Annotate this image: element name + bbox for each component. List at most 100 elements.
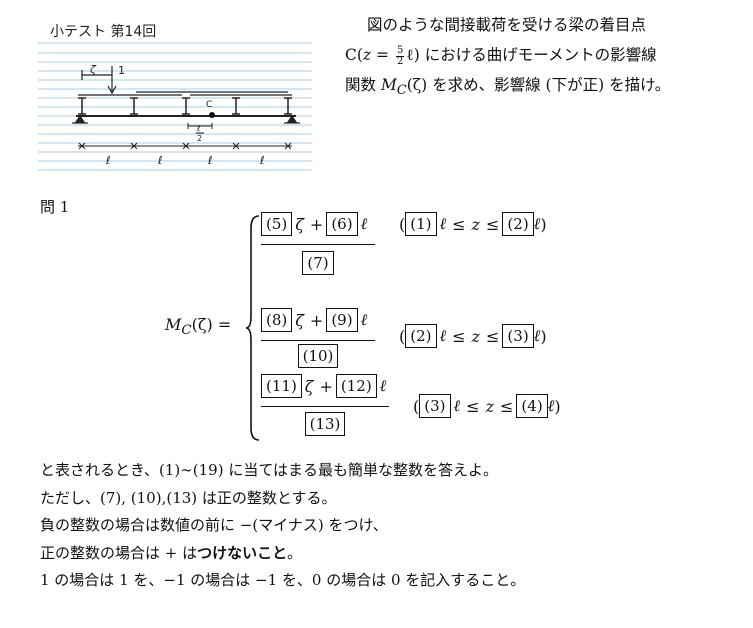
span-label-1: ℓ	[105, 154, 111, 167]
blank-3-repeat[interactable]: (3)	[419, 394, 451, 418]
case-2-leq-1: ≤	[452, 326, 466, 346]
case-1-fraction-bar	[261, 244, 375, 245]
lhs-m: M	[165, 315, 182, 334]
c-dimension-num: ℓ	[196, 124, 200, 133]
blank-8[interactable]: (8)	[261, 308, 293, 332]
case-3: (11) ζ + (12) ℓ (13) ( (3) ℓ ≤ z ≤ (4) ℓ…	[261, 374, 621, 444]
blank-3[interactable]: (3)	[502, 324, 534, 348]
point-c-label: C	[206, 100, 212, 110]
lhs-c-sub: C	[181, 323, 192, 339]
c-dimension	[187, 123, 213, 134]
instruction-line-1: と表されるとき、(1)∼(19) に当てはまる最も簡単な整数を答えよ。	[40, 461, 499, 479]
zeta-label: ζ	[89, 63, 97, 76]
case-1-ell: ℓ	[360, 214, 368, 233]
blank-2-repeat[interactable]: (2)	[405, 324, 437, 348]
instruction-line-4: 正の整数の場合は + はつけないこと。	[40, 540, 525, 568]
problem-eq: =	[371, 46, 394, 64]
blank-4[interactable]: (4)	[516, 394, 548, 418]
instruction-line-4-a: 正の整数の場合は + は	[40, 543, 198, 562]
problem-line-3-a: 関数	[345, 76, 381, 94]
instruction-line-4-c: 。	[287, 543, 303, 562]
case-3-zeta: ζ	[304, 376, 314, 396]
lhs-rest: (ζ) =	[191, 315, 232, 334]
case-3-fraction-bar	[261, 406, 389, 407]
equation-lhs: MC(ζ) =	[165, 315, 231, 338]
case-1-rp: )	[540, 214, 547, 234]
case-2-zeta: ζ	[295, 310, 304, 330]
case-1-leq-1: ≤	[452, 214, 466, 234]
span-label-4: ℓ	[259, 154, 265, 167]
problem-zeta: (ζ)	[406, 76, 428, 94]
case-1-z: z	[471, 214, 481, 234]
case-2-range-ell-hi: ℓ	[533, 326, 541, 345]
blank-12[interactable]: (12)	[335, 374, 377, 398]
blank-9[interactable]: (9)	[326, 308, 358, 332]
floor-beams	[78, 97, 292, 115]
case-1-denominator: (7)	[261, 251, 375, 275]
problem-z: z	[362, 46, 372, 64]
problem-line-2-b: ℓ) における曲げモーメントの影響線	[406, 46, 657, 64]
case-3-fraction: (11) ζ + (12) ℓ (13)	[261, 374, 389, 444]
blank-13[interactable]: (13)	[304, 412, 346, 436]
case-3-denominator: (13)	[261, 412, 389, 436]
instructions: と表されるとき、(1)∼(19) に当てはまる最も簡単な整数を答えよ。 ただし、…	[40, 457, 525, 595]
instruction-line-3: 負の整数の場合は数値の前に −(マイナス) をつけ、	[40, 516, 388, 534]
ruled-lines	[38, 42, 312, 171]
case-3-rp: )	[554, 396, 561, 416]
case-1-zeta: ζ	[295, 214, 304, 234]
question-label: 問 1	[40, 198, 70, 216]
case-2-z: z	[471, 326, 481, 346]
case-2-fraction: (8) ζ + (9) ℓ (10)	[261, 308, 375, 378]
case-1-plus: +	[309, 214, 324, 234]
case-1-fraction: (5) ζ + (6) ℓ (7)	[261, 212, 375, 282]
case-3-ell: ℓ	[379, 376, 387, 395]
case-1: (5) ζ + (6) ℓ (7) ( (1) ℓ ≤ z ≤ (2) ℓ )	[261, 212, 621, 282]
case-3-plus: +	[319, 376, 333, 396]
case-1-numerator: (5) ζ + (6) ℓ	[261, 212, 370, 236]
stringers	[78, 91, 292, 96]
case-2-range: ( (2) ℓ ≤ z ≤ (3) ℓ )	[399, 324, 547, 348]
instruction-line-5: 1 の場合は 1 を、−1 の場合は −1 を、0 の場合は 0 を記入すること…	[40, 571, 526, 589]
blank-2[interactable]: (2)	[502, 212, 534, 236]
blank-1[interactable]: (1)	[405, 212, 437, 236]
blank-10[interactable]: (10)	[297, 344, 339, 368]
case-3-numerator: (11) ζ + (12) ℓ	[261, 374, 389, 398]
blank-11[interactable]: (11)	[261, 374, 302, 398]
span-label-3: ℓ	[207, 154, 213, 167]
case-2-numerator: (8) ζ + (9) ℓ	[261, 308, 370, 332]
case-2: (8) ζ + (9) ℓ (10) ( (2) ℓ ≤ z ≤ (3) ℓ )	[261, 308, 621, 378]
case-3-z: z	[485, 396, 495, 416]
equation: MC(ζ) = (5) ζ + (6) ℓ (7) ( (1) ℓ ≤ z ≤ …	[165, 212, 615, 448]
case-2-leq-2: ≤	[486, 326, 500, 346]
case-2-denominator: (10)	[261, 344, 375, 368]
supports	[72, 114, 300, 124]
case-1-lp: (	[399, 214, 406, 234]
point-c-marker	[209, 112, 215, 118]
case-2-range-ell-lo: ℓ	[439, 326, 447, 345]
case-3-range-ell-hi: ℓ	[547, 396, 555, 415]
left-brace	[245, 215, 260, 441]
blank-5[interactable]: (5)	[261, 212, 293, 236]
case-3-range: ( (3) ℓ ≤ z ≤ (4) ℓ )	[413, 394, 561, 418]
instruction-line-2: ただし、(7), (10),(13) は正の整数とする。	[40, 488, 337, 507]
case-2-plus: +	[309, 310, 324, 330]
blank-7[interactable]: (7)	[302, 251, 334, 275]
blank-6[interactable]: (6)	[326, 212, 358, 236]
problem-c-sub: C	[396, 83, 407, 99]
case-3-lp: (	[413, 396, 420, 416]
sketch-title: 小テスト 第14回	[50, 23, 156, 40]
case-2-rp: )	[540, 326, 547, 346]
problem-fraction-num: 5	[395, 44, 405, 57]
load-arrow	[81, 66, 117, 95]
case-3-leq-2: ≤	[500, 396, 514, 416]
span-label-2: ℓ	[157, 154, 163, 167]
case-2-lp: (	[399, 326, 406, 346]
case-1-range-ell-hi: ℓ	[533, 214, 541, 233]
case-3-range-ell-lo: ℓ	[453, 396, 461, 415]
load-label: 1	[118, 64, 125, 77]
case-3-leq-1: ≤	[466, 396, 480, 416]
problem-fraction-den: 2	[396, 55, 404, 67]
